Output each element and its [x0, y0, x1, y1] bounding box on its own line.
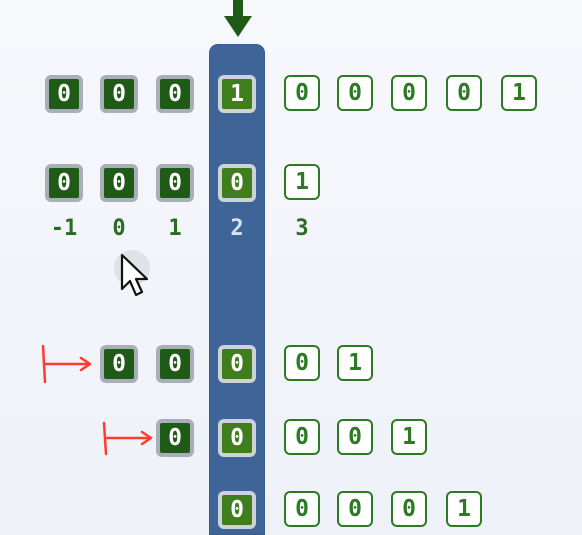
row5-cell-3: 0	[337, 491, 373, 527]
row1-cell-6: 0	[337, 75, 373, 111]
row2-cell-3: 0	[156, 164, 194, 202]
row1-cell-8: 0	[446, 75, 482, 111]
down-arrow-icon	[224, 0, 252, 37]
red-arrow-icon	[41, 344, 92, 384]
row2-cell-1: 0	[45, 164, 83, 202]
row4-cell-5: 1	[391, 419, 427, 455]
row2-cell-4: 0	[218, 164, 256, 202]
row3-cell-3: 0	[218, 345, 256, 383]
row1-cell-2: 0	[100, 75, 138, 113]
row3-cell-1: 0	[100, 345, 138, 383]
row5-cell-2: 0	[284, 491, 320, 527]
row1-cell-3: 0	[156, 75, 194, 113]
row4-cell-3: 0	[284, 419, 320, 455]
index-0: 0	[112, 216, 126, 241]
row1-cell-9: 1	[501, 75, 537, 111]
row5-cell-1: 0	[218, 491, 256, 529]
row2-cell-5: 1	[284, 164, 320, 200]
row4-cell-4: 0	[337, 419, 373, 455]
index-2: 2	[230, 216, 244, 241]
row3-cell-4: 0	[284, 345, 320, 381]
index-3: 3	[295, 216, 309, 241]
highlight-column	[209, 44, 265, 535]
index-minus-1: -1	[50, 216, 78, 241]
row5-cell-4: 0	[391, 491, 427, 527]
mouse-cursor-icon	[114, 250, 150, 297]
row4-cell-2: 0	[218, 419, 256, 457]
red-arrow-icon	[102, 421, 153, 456]
row1-cell-1: 0	[45, 75, 83, 113]
row1-cell-5: 0	[284, 75, 320, 111]
row3-cell-2: 0	[156, 345, 194, 383]
index-1: 1	[168, 216, 182, 241]
row1-cell-7: 0	[391, 75, 427, 111]
row4-cell-1: 0	[156, 419, 194, 457]
row2-cell-2: 0	[100, 164, 138, 202]
row1-cell-4: 1	[218, 75, 256, 113]
row3-cell-5: 1	[337, 345, 373, 381]
row5-cell-5: 1	[446, 491, 482, 527]
